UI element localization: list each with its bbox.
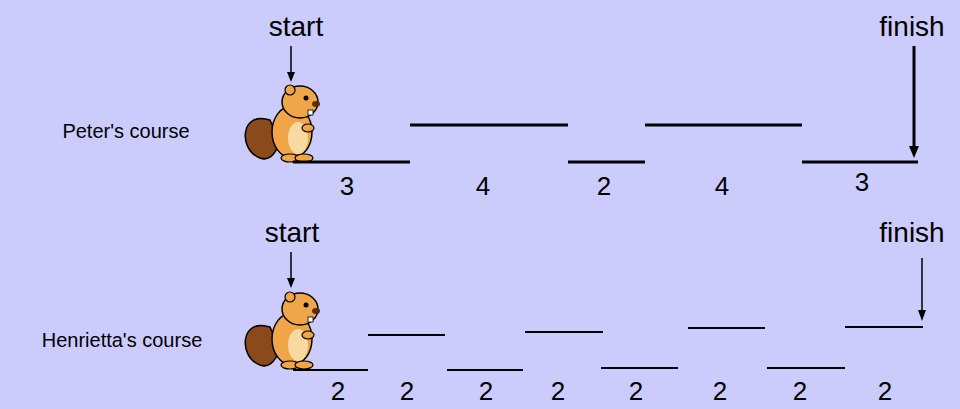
length-number: 4 [476,173,490,199]
length-number: 2 [713,378,727,404]
length-number: 2 [400,378,414,404]
length-number: 3 [855,169,869,195]
length-number: 2 [793,378,807,404]
length-number: 2 [331,378,345,404]
marker-label: finish [879,219,944,247]
length-number: 2 [551,378,565,404]
length-number: 3 [340,173,354,199]
course-name: Henrietta's course [42,330,203,350]
marker-label: finish [879,13,944,41]
length-number: 2 [878,378,892,404]
length-number: 2 [629,378,643,404]
length-number: 2 [597,173,611,199]
length-number: 4 [715,173,729,199]
length-number: 2 [479,378,493,404]
course-name: Peter's course [62,121,189,141]
marker-label: start [265,219,319,247]
marker-label: start [269,13,323,41]
